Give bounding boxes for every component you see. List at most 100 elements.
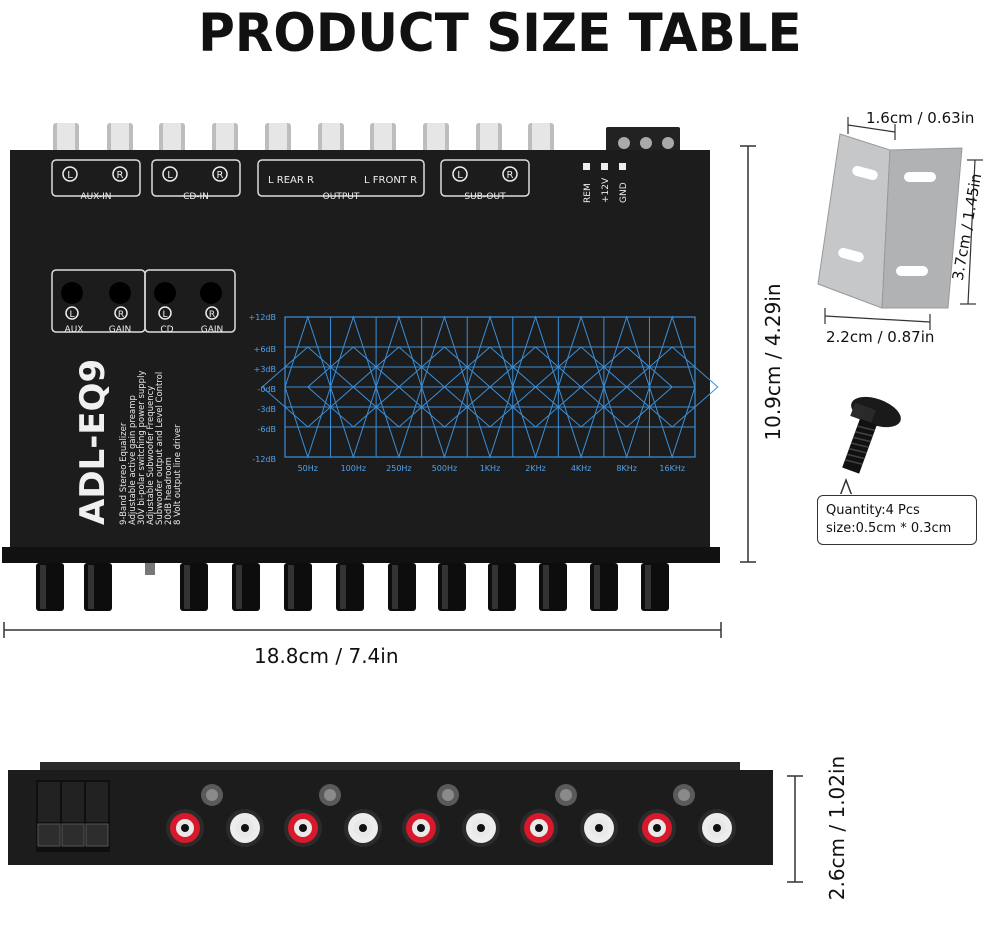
eq-knob <box>232 563 260 611</box>
freq-label: 50Hz <box>298 464 318 473</box>
screw <box>842 396 901 474</box>
top-rca-jacks <box>53 123 554 153</box>
freq-label: 100Hz <box>341 464 366 473</box>
eq-knob <box>388 563 416 611</box>
freq-label: 500Hz <box>432 464 457 473</box>
sub-out-right-label: R <box>507 170 514 181</box>
feature-line: 9-Band Stereo Equalizer <box>119 422 129 525</box>
freq-label: 2KHz <box>525 464 546 473</box>
screw-note: Quantity:4 Pcs size:0.5cm * 0.3cm <box>817 495 977 545</box>
eq-knob <box>590 563 618 611</box>
rem-label: REM <box>583 183 593 203</box>
top-rca-jack <box>423 123 449 153</box>
feature-line: 30V bi-polar switching power supply <box>137 371 147 525</box>
feature-line: Adjustable Subwoofer Frequency <box>146 386 156 525</box>
rca-jack-white <box>344 809 382 847</box>
db-label: -0dB <box>257 385 276 394</box>
toggle-switch <box>145 563 155 575</box>
freq-label: 1KHz <box>480 464 501 473</box>
aux-gain-right-mark: R <box>118 310 124 320</box>
side-screw <box>319 784 341 806</box>
12v-label: +12V <box>601 177 611 203</box>
aux-in-label: AUX-IN <box>80 192 111 202</box>
rca-jack-white <box>580 809 618 847</box>
cd-in-left-label: L <box>167 170 173 181</box>
height-dimension: 2.6cm / 1.02in <box>825 755 849 901</box>
top-rca-jack <box>212 123 238 153</box>
top-rca-jack <box>53 123 79 153</box>
rca-jack-red <box>402 809 440 847</box>
screw-quantity: Quantity:4 Pcs <box>826 503 920 518</box>
freq-label: 8KHz <box>616 464 637 473</box>
rca-jack-red <box>284 809 322 847</box>
rca-jack-white <box>462 809 500 847</box>
top-rca-jack <box>159 123 185 153</box>
bottom-knobs <box>36 563 669 611</box>
feature-line: Adjustable active gain preamp <box>128 395 138 525</box>
width-dimension: 18.8cm / 7.4in <box>254 644 399 668</box>
db-label: +12dB <box>249 313 276 322</box>
aux-gain-left-mark: L <box>69 310 74 320</box>
device-top-view: L R AUX-IN L R CD-IN L REAR R L FRONT R … <box>2 123 720 611</box>
feature-line: 8 Volt output line driver <box>173 424 183 525</box>
cd-gain-right-mark: R <box>209 310 215 320</box>
aux-in-left-label: L <box>67 170 73 181</box>
depth-dimension: 10.9cm / 4.29in <box>761 283 785 441</box>
side-screw <box>201 784 223 806</box>
rca-jack-white <box>226 809 264 847</box>
db-label: +3dB <box>254 365 276 374</box>
eq-knob <box>180 563 208 611</box>
cd-in-right-label: R <box>217 170 224 181</box>
cd-in-label: CD-IN <box>183 192 209 202</box>
rca-jack-red <box>520 809 558 847</box>
eq-knob <box>438 563 466 611</box>
bracket-bottom-dimension: 2.2cm / 0.87in <box>826 328 935 346</box>
freq-label: 16KHz <box>659 464 685 473</box>
eq-knob <box>336 563 364 611</box>
cd-gain-label: GAIN <box>201 325 224 335</box>
cd-gain-left-mark: L <box>162 310 167 320</box>
freq-label: 250Hz <box>386 464 411 473</box>
cd-label: CD <box>160 325 173 335</box>
eq-knob <box>539 563 567 611</box>
aux-in-right-label: R <box>117 170 124 181</box>
aux-gain-label: GAIN <box>109 325 132 335</box>
side-power-terminal <box>36 780 110 852</box>
top-rca-jack <box>265 123 291 153</box>
screw-size: size:0.5cm * 0.3cm <box>826 521 952 536</box>
eq-knob <box>284 563 312 611</box>
db-label: +6dB <box>254 345 276 354</box>
gnd-label: GND <box>619 182 629 203</box>
eq-graph: +12dB +6dB +3dB -0dB -3dB -6dB -12dB 50Hz 100Hz… <box>249 313 719 473</box>
rca-jack-white <box>698 809 736 847</box>
aux-label: AUX <box>65 325 84 335</box>
freq-label: 4KHz <box>571 464 592 473</box>
feature-line: 20dB headroom <box>164 457 174 525</box>
side-screw <box>673 784 695 806</box>
top-rca-jack <box>107 123 133 153</box>
db-label: -3dB <box>257 405 276 414</box>
top-rca-jack <box>476 123 502 153</box>
output-rear-label: L REAR R <box>268 175 314 186</box>
top-rca-jack <box>528 123 554 153</box>
rca-jack-red <box>638 809 676 847</box>
sub-out-label: SUB-OUT <box>464 192 506 202</box>
output-label: OUTPUT <box>323 192 360 202</box>
db-label: -6dB <box>257 425 276 434</box>
device-side-view <box>8 762 773 865</box>
output-front-label: L FRONT R <box>364 175 417 186</box>
top-rca-jack <box>318 123 344 153</box>
top-rca-jack <box>370 123 396 153</box>
sub-out-left-label: L <box>457 170 463 181</box>
bracket-top-dimension: 1.6cm / 0.63in <box>866 109 975 127</box>
model-name: ADL-EQ9 <box>73 359 113 525</box>
eq-knob <box>36 563 64 611</box>
feature-line: Subwoofer output and Level Control <box>155 372 165 525</box>
side-screw <box>555 784 577 806</box>
eq-knob <box>641 563 669 611</box>
db-label: -12dB <box>252 455 276 464</box>
side-screw <box>437 784 459 806</box>
eq-knob <box>84 563 112 611</box>
rca-jack-red <box>166 809 204 847</box>
